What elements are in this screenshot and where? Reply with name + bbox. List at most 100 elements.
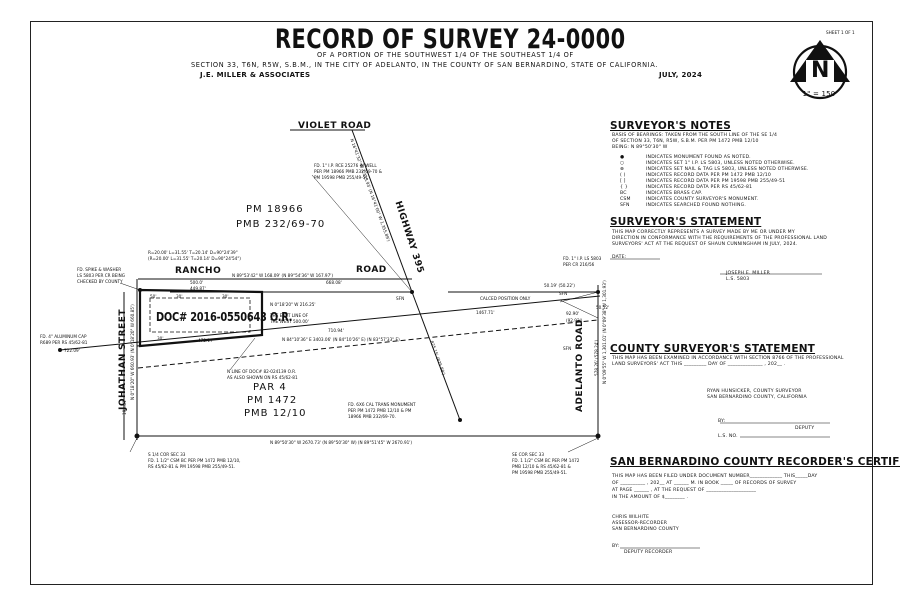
legend-text: INDICATES RECORD DATA PER RS 45/62-81 bbox=[646, 185, 753, 190]
legend-symbol: ⊗ bbox=[620, 167, 625, 172]
recorder-by-label: BY: bbox=[612, 544, 620, 549]
label-sw-corner-2: FD. 1 1/2" CSM BC PER PM 1472 PMB 12/10, bbox=[148, 458, 241, 463]
county-by-label: BY: bbox=[718, 419, 726, 424]
legend-text: INDICATES RECORD DATA PER PM 19598 PMB 2… bbox=[646, 179, 786, 184]
recorder-line-1: THIS MAP HAS BEEN FILED UNDER DOCUMENT N… bbox=[612, 474, 818, 479]
road-street: STREET bbox=[118, 309, 128, 350]
label-dim-30b: 30' bbox=[222, 294, 229, 299]
surveyor-line-3: SURVEYORS' ACT AT THE REQUEST OF SHAUN C… bbox=[612, 242, 798, 247]
label-se-corner-4: PM 19598 PMB 255/49-51. bbox=[512, 470, 568, 475]
subtitle-line-1: OF A PORTION OF THE SOUTHWEST 1/4 OF THE… bbox=[317, 51, 574, 59]
legend-text: INDICATES BRASS CAP. bbox=[646, 191, 703, 196]
legend-symbol: SFN bbox=[620, 203, 630, 208]
county-surveyor-title: COUNTY SURVEYOR'S STATEMENT bbox=[610, 343, 816, 355]
label-johnathan-dim: 192.81' bbox=[122, 399, 127, 415]
label-fd-ip-top-3: PM 19598 PMB 255/49-51 bbox=[314, 175, 369, 180]
legend-text: INDICATES SET 1" I.P. LS 5803, UNLESS NO… bbox=[646, 161, 795, 166]
label-fd-aluminum-1: FD. 4" ALUMINUM CAP bbox=[40, 334, 87, 339]
surveyors-notes-title: SURVEYOR'S NOTES bbox=[610, 120, 731, 132]
county-ls-no-label: L.S. NO. bbox=[718, 434, 738, 439]
label-adelanto-dim: 578.26' (578.24') bbox=[594, 339, 599, 376]
label-bearing-mid: N 0°18'20" W 216.25' bbox=[270, 302, 316, 307]
parcel-pm1472: PM 1472 bbox=[247, 395, 298, 406]
road-adelanto: ADELANTO ROAD bbox=[575, 318, 585, 412]
label-dim-472: 472.17' bbox=[198, 338, 214, 343]
label-sw-corner-3: RS 45/62-81 & PM 19598 PMB 255/49-51. bbox=[148, 464, 236, 469]
county-line-1: THIS MAP HAS BEEN EXAMINED IN ACCORDANCE… bbox=[612, 356, 844, 361]
survey-date: JULY, 2024 bbox=[659, 71, 703, 79]
county-line-2: LAND SURVEYORS' ACT THIS _________ DAY O… bbox=[612, 362, 786, 367]
recorder-line-4: IN THE AMOUNT OF $________ . bbox=[612, 495, 689, 500]
label-dim-30a: 30' bbox=[176, 294, 183, 299]
recorder-county: SAN BERNARDINO COUNTY bbox=[612, 527, 679, 532]
label-east-line-2: THE WEST 500.00' bbox=[270, 319, 309, 324]
label-se-corner-2: FD. 1 1/2" CSM BC PER PM 1472 bbox=[512, 458, 580, 463]
label-dim-30c: 30' bbox=[157, 336, 164, 341]
north-arrow-icon bbox=[790, 40, 850, 100]
parcel-doc-number: DOC# 2016-0550643 O.R. bbox=[156, 310, 293, 324]
label-dim-500: 500.0' bbox=[190, 280, 204, 285]
north-arrow-letter: N bbox=[811, 58, 830, 83]
label-fd-ip-right-2: PER CR 216/56 bbox=[563, 262, 595, 267]
label-east-line-1: THE EAST LINE OF bbox=[270, 313, 309, 318]
label-dim-92b: (92.92') bbox=[566, 318, 583, 323]
legend-text: INDICATES SEARCHED FOUND NOTHING. bbox=[646, 203, 747, 208]
label-spike-2: LS 5803 PER CR BEING bbox=[77, 273, 126, 278]
label-dim-5052: 50.52' bbox=[596, 305, 610, 310]
label-sfn-1: SFN bbox=[396, 296, 405, 301]
legend-symbol: ( ) bbox=[620, 173, 626, 178]
legend-symbol: BC bbox=[620, 191, 627, 196]
label-bottom-bearing: N 89°50'30" W 2670.73' (N 89°50'30" W) (… bbox=[270, 440, 413, 445]
county-deputy-label: DEPUTY bbox=[795, 426, 815, 431]
label-n-line-2: AS ALSO SHOWN ON RS 45/62-81 bbox=[227, 375, 298, 380]
label-sfn-2: SFN bbox=[559, 291, 568, 296]
road-rancho: RANCHO bbox=[175, 266, 222, 276]
label-dim-668: 668.08' bbox=[326, 280, 342, 285]
label-spike-3: CHECKED BY COUNTY bbox=[77, 279, 123, 284]
county-surveyor-county: SAN BERNARDINO COUNTY, CALIFORNIA bbox=[707, 395, 807, 400]
basis-of-bearings-3: BEING: N 89°50'30" W bbox=[612, 145, 668, 150]
label-fd-ip-top-2: PER PM 18966 PMB 232/69-70 & bbox=[314, 169, 383, 174]
label-trans-2: PER PM 1472 PMB 12/10 & PM bbox=[348, 408, 412, 413]
label-dim-722: 722.09' bbox=[64, 348, 80, 353]
label-sfn-3: SFN bbox=[563, 346, 572, 351]
label-curve-1: R=20.00' L=31.55' T=20.14' D=90°24'39" bbox=[148, 250, 238, 255]
legend-text: INDICATES RECORD DATA PER PM 1472 PMB 12… bbox=[646, 173, 772, 178]
road-rancho-suffix: ROAD bbox=[356, 265, 387, 275]
legend-symbol: { } bbox=[620, 185, 628, 190]
survey-sheet-border bbox=[30, 21, 873, 585]
surveyor-name: JOSEPH E. MILLER bbox=[726, 271, 771, 276]
parcel-pm18966-book: PMB 232/69-70 bbox=[236, 219, 326, 230]
basis-of-bearings-1: BASIS OF BEARINGS: TAKEN FROM THE SOUTH … bbox=[612, 133, 778, 138]
parcel-par4: PAR 4 bbox=[253, 382, 287, 393]
label-dim-1467: 1467.71' bbox=[476, 310, 495, 315]
legend-symbol: ○ bbox=[620, 161, 625, 166]
firm-name: J.E. MILLER & ASSOCIATES bbox=[200, 71, 311, 79]
recorder-role: ASSESSOR-RECORDER bbox=[612, 521, 668, 526]
subtitle-line-2: SECTION 33, T6N, R5W, S.B.M., IN THE CIT… bbox=[191, 61, 658, 69]
legend-text: INDICATES MONUMENT FOUND AS NOTED. bbox=[646, 155, 751, 160]
recorder-certificate-title: SAN BERNARDINO COUNTY RECORDER'S CERTIFI… bbox=[610, 456, 900, 468]
recorder-deputy-label: DEPUTY RECORDER bbox=[624, 550, 673, 555]
surveyors-statement-title: SURVEYOR'S STATEMENT bbox=[610, 216, 762, 228]
label-se-corner-1: SE COR SEC 33 bbox=[512, 452, 544, 457]
legend-text: INDICATES COUNTY SURVEYOR'S MONUMENT. bbox=[646, 197, 759, 202]
sheet-label: SHEET 1 OF 1 bbox=[826, 30, 855, 35]
label-dim-710: 710.94' bbox=[328, 328, 344, 333]
label-sw-corner-1: S 1/4 COR SEC 33 bbox=[148, 452, 186, 457]
label-long-bearing: N 84°10'36" E 3403.06' (N 84°10'26" E) (… bbox=[282, 337, 400, 342]
scale-label: 1" = 150' bbox=[802, 90, 838, 98]
surveyor-line-2: DIRECTION IN CONFORMANCE WITH THE REQUIR… bbox=[612, 236, 828, 241]
road-violet: VIOLET ROAD bbox=[298, 121, 372, 131]
label-dim-5019: 50.19' (50.22') bbox=[544, 283, 575, 288]
legend-symbol: CSM bbox=[620, 197, 631, 202]
label-fd-ip-top: FD. 1" I.P. RCE 25276 IN WELL bbox=[314, 163, 377, 168]
label-n-line-1: N LINE OF DOC# 82-024139 O.R. bbox=[227, 369, 297, 374]
recorder-line-3: AT PAGE ______ , AT THE REQUEST OF _____… bbox=[612, 488, 757, 493]
county-surveyor-name: RYAN HUNSICKER, COUNTY SURVEYOR bbox=[707, 389, 802, 394]
label-trans-3: 18966 PMB 232/69-70. bbox=[348, 414, 396, 419]
label-fd-aluminum-2: R689 PER RS 45/62-81 bbox=[40, 340, 88, 345]
label-dim-449: 449.87' bbox=[190, 286, 206, 291]
label-adelanto-bearing: N 0°09'55" W 1,301.01' (N 0°09'38" W 1,3… bbox=[602, 280, 607, 384]
basis-of-bearings-2: OF SECTION 33, T6N, R5W, S.B.M. PER PM 1… bbox=[612, 139, 759, 144]
